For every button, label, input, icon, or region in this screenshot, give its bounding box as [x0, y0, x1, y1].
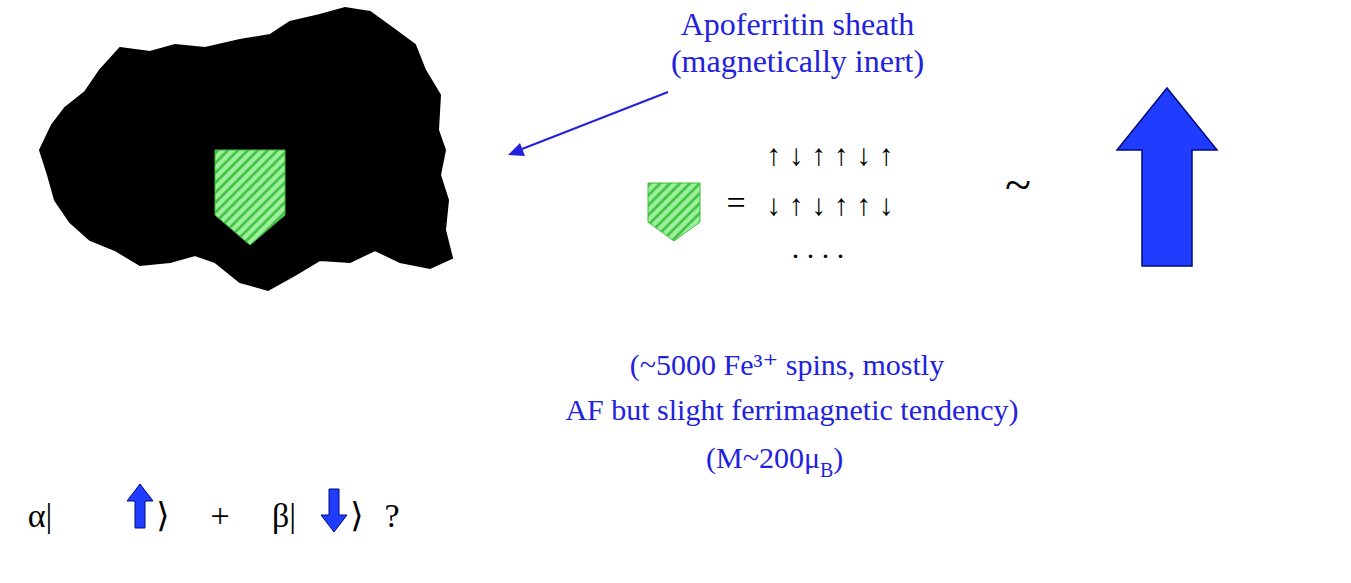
- ket-open: β|: [272, 496, 296, 535]
- question-mark: ?: [384, 496, 399, 535]
- approx-sign: ~: [1005, 157, 1031, 212]
- spin-down-arrow: [321, 489, 347, 532]
- leader-arrowhead: [508, 143, 525, 156]
- plus-sign: +: [210, 496, 229, 535]
- equals-sign: =: [726, 183, 745, 222]
- subscript: B: [820, 459, 833, 482]
- moment-value: (M~200μ: [706, 441, 820, 476]
- annotation-line: (~5000 Fe³⁺ spins, mostly: [630, 348, 944, 383]
- spin-up-arrow: [127, 484, 153, 528]
- ellipsis: . . . .: [792, 231, 845, 266]
- spin-row: ↓ ↑ ↓ ↑ ↑ ↓: [766, 188, 894, 223]
- moment-value: ): [833, 441, 843, 476]
- leader-line: [522, 92, 668, 149]
- core-symbol: [648, 183, 700, 241]
- annotation-line: AF but slight ferrimagnetic tendency): [565, 393, 1018, 428]
- sheath-label: Apoferritin sheath (magnetically inert): [640, 6, 955, 80]
- ket-close: ⟩: [156, 496, 169, 535]
- net-moment-arrow: [1117, 88, 1217, 266]
- apoferritin-blob: [40, 8, 452, 290]
- spin-row: ↑ ↓ ↑ ↑ ↓ ↑: [766, 138, 894, 173]
- ket-close: ⟩: [350, 496, 363, 535]
- ket-open: α|: [28, 496, 53, 535]
- ferrihydrite-core: [215, 150, 285, 245]
